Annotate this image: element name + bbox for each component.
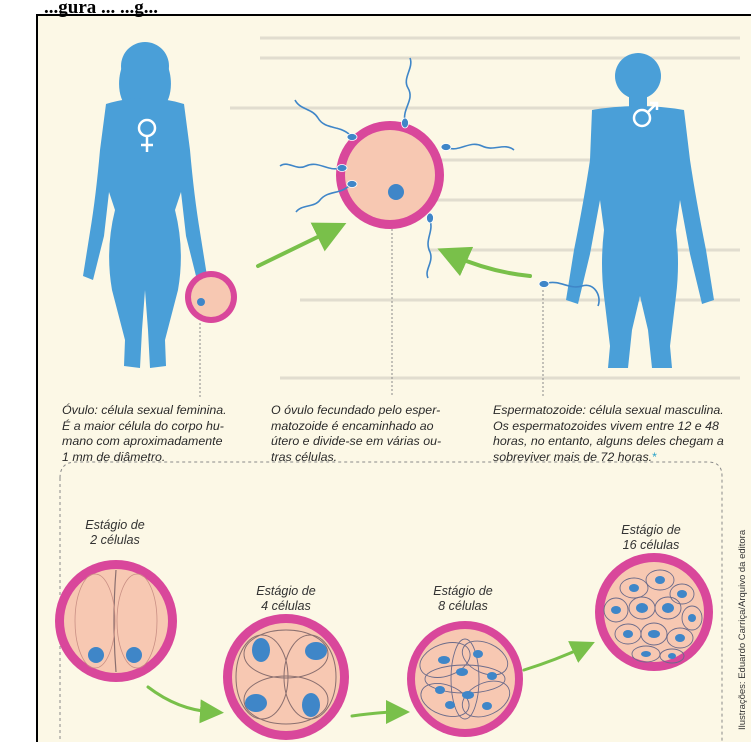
stage-16-label: Estágio de 16 células — [596, 523, 706, 553]
stage-2-label: Estágio de 2 células — [60, 518, 170, 548]
egg-cell — [185, 271, 237, 323]
stage-4-label: Estágio de 4 células — [231, 584, 341, 614]
stage-4-cells — [223, 614, 349, 740]
stage-8-cells — [407, 621, 523, 737]
asterisk-mark: * — [652, 450, 657, 464]
fecundado-caption: O óvulo fecundado pelo esper- matozoide … — [271, 403, 471, 465]
stage-16-cells — [595, 553, 713, 671]
ovulo-caption: Óvulo: célula sexual feminina. É a maior… — [62, 403, 272, 465]
female-body — [83, 42, 207, 368]
espermatozoide-caption-text: Espermatozoide: célula sexual masculina.… — [493, 403, 724, 464]
male-body — [566, 53, 714, 368]
stage-2-cells — [55, 560, 177, 682]
process-arrows — [258, 230, 530, 276]
illustration-credit: Ilustrações: Eduardo Carriça/Arquivo da … — [737, 530, 748, 730]
espermatozoide-caption: Espermatozoide: célula sexual masculina.… — [493, 403, 751, 465]
stage-8-label: Estágio de 8 células — [408, 584, 518, 614]
